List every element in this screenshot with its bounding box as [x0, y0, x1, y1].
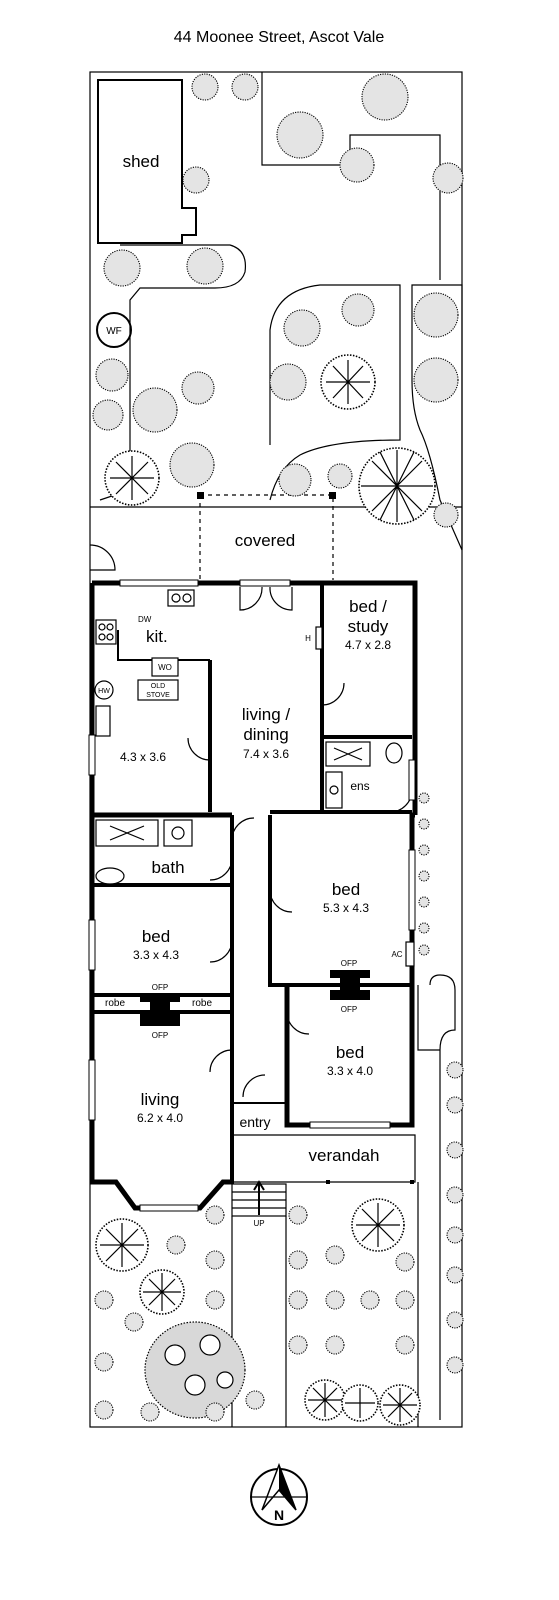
ofp-west-label: OFP: [152, 983, 168, 992]
entry-label: entry: [239, 1114, 270, 1130]
ensuite-label: ens: [350, 779, 369, 793]
door-swings: [187, 586, 413, 1098]
living-dimensions: 6.2 x 4.0: [137, 1111, 183, 1125]
rear-garden-trees: [92, 73, 464, 528]
up-label: UP: [253, 1219, 264, 1228]
bath-vanity: [163, 819, 193, 847]
garden-bed-east: [411, 284, 463, 551]
bed-study-label: bed /: [349, 597, 387, 616]
wood-fire-icon: [96, 312, 132, 348]
air-conditioner: [405, 941, 415, 967]
covered-pergola-outline: [199, 494, 334, 580]
living-dining-label: living /: [242, 705, 290, 724]
ofp-master-label: OFP: [341, 959, 357, 968]
wall-oven: [151, 657, 179, 677]
front-steps: [231, 1180, 287, 1217]
ac-label: AC: [391, 950, 402, 959]
covered-label: covered: [235, 531, 295, 550]
pergola-post: [329, 492, 336, 499]
living-dining-dimensions: 7.4 x 3.6: [243, 747, 289, 761]
verandah-label: verandah: [309, 1146, 380, 1165]
master-bed-label: bed: [332, 880, 360, 899]
front-bed-dimensions: 3.3 x 4.0: [327, 1064, 373, 1078]
side-shrubs: [418, 792, 464, 1374]
bath-label: bath: [151, 858, 184, 877]
laundry-trough: [95, 705, 111, 737]
bed-study-dimensions: 4.7 x 2.8: [345, 638, 391, 652]
shed-building: [97, 79, 197, 244]
old-stove: [137, 679, 179, 701]
old-stove-label-1: OLD: [151, 683, 165, 690]
north-arrow-icon: N: [250, 1462, 308, 1526]
dishwasher-label: DW: [138, 615, 152, 624]
west-bed-label: bed: [142, 927, 170, 946]
fireplace-chimney-west: [140, 994, 180, 1026]
side-gate: [89, 544, 116, 571]
living-label: living: [141, 1090, 180, 1109]
living-dining-label-2: dining: [243, 725, 288, 744]
cooktop: [95, 619, 117, 645]
master-bed-dimensions: 5.3 x 4.3: [323, 901, 369, 915]
rear-lawn-edge: [99, 244, 247, 501]
ensuite-toilet: [385, 742, 403, 764]
hot-water-icon: [94, 680, 114, 700]
side-passage: [417, 974, 456, 1427]
kitchen-label: kit.: [146, 627, 168, 646]
front-bed-label: bed: [336, 1043, 364, 1062]
west-bed-dimensions: 3.3 x 4.3: [133, 948, 179, 962]
meals-dimensions: 4.3 x 3.6: [120, 750, 166, 764]
old-stove-label-2: STOVE: [146, 692, 170, 699]
hot-water-label: HW: [98, 688, 110, 695]
heater-label: H: [305, 634, 311, 643]
ofp-front-label: OFP: [341, 1005, 357, 1014]
heater: [315, 626, 323, 650]
fireplace-chimney: [330, 970, 370, 1000]
wf-label: WF: [106, 326, 122, 337]
windows: [88, 579, 416, 1212]
plan-title: 44 Moonee Street, Ascot Vale: [174, 29, 385, 46]
bathtub: [95, 819, 159, 847]
north-label: N: [274, 1507, 284, 1523]
wall-oven-label: WO: [158, 663, 172, 672]
house-front-wall: [284, 812, 415, 1128]
house-exterior-wall: [89, 580, 418, 1211]
shed-label: shed: [123, 152, 160, 171]
pergola-post: [197, 492, 204, 499]
bed-study-label-2: study: [348, 617, 389, 636]
ensuite-vanity: [325, 771, 343, 809]
robe-left-label: robe: [105, 998, 125, 1009]
bath-toilet: [95, 867, 125, 885]
robe-right-label: robe: [192, 998, 212, 1009]
ofp-living-label: OFP: [152, 1031, 168, 1040]
verandah-outline: [232, 1134, 416, 1183]
front-garden-trees: [94, 1198, 421, 1426]
